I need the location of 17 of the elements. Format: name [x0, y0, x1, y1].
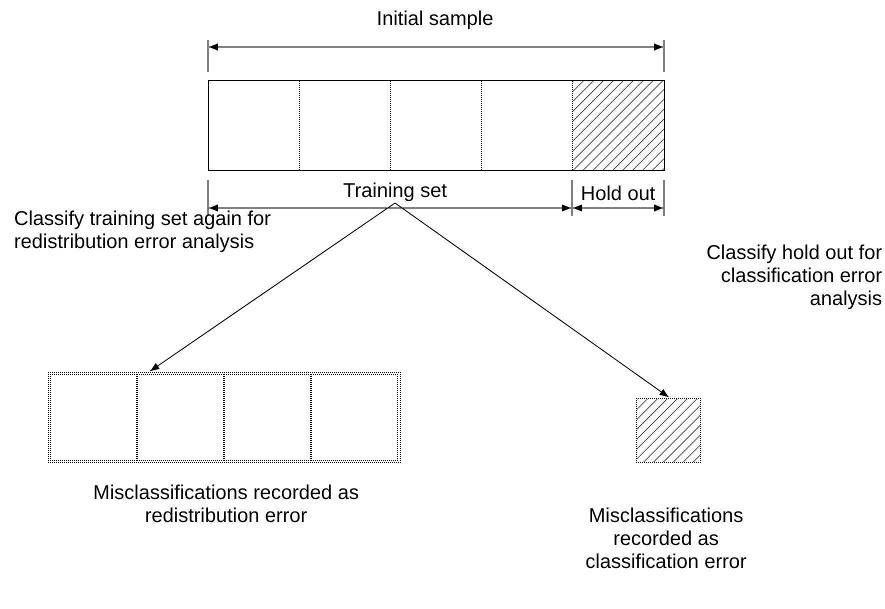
arrow — [394, 202, 669, 398]
sample-bar — [208, 80, 665, 171]
subset-cell — [48, 372, 401, 463]
subset-cell — [50, 374, 137, 461]
dimension-label: Initial sample — [376, 10, 494, 29]
subset-cell — [311, 374, 398, 461]
node-label: Misclassifications recorded as classification error — [584, 505, 748, 574]
hatched-cell — [636, 398, 701, 463]
edge-label: Classify hold out for classification error analysis — [705, 242, 882, 311]
subset-cell — [137, 374, 224, 461]
hatched-cell — [573, 81, 664, 170]
arrow — [150, 202, 396, 372]
edge-label: Classify training set again for redistribution error analysis — [14, 208, 272, 254]
dimension-label: Training set — [330, 180, 460, 203]
subset-cell — [224, 374, 311, 461]
dimension-label: Hold out — [580, 185, 656, 204]
node-label: Misclassifications recorded as redistribution error — [92, 482, 360, 528]
